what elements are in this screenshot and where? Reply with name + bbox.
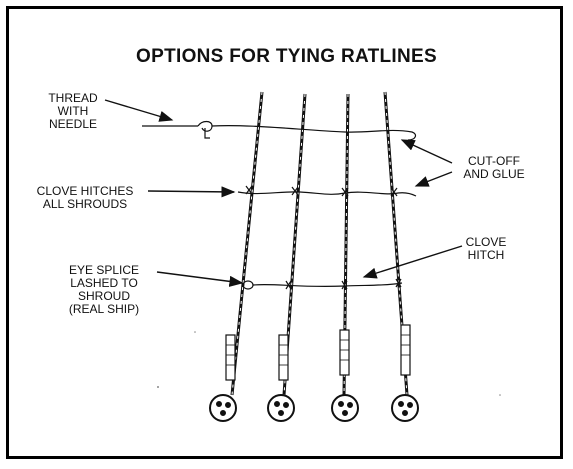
label-line: (REAL SHIP) [68,302,140,316]
label-line: ALL SHROUDS [42,197,128,211]
label-clove-hitch: CLOVE HITCH [456,236,516,262]
label-line: NEEDLE [48,117,98,131]
deadeye-3 [331,394,359,422]
lanyard-1 [225,334,236,381]
arrow-eye-splice [156,271,244,287]
deadeye-1 [209,394,237,422]
needle [204,128,210,139]
deadeye-4 [391,394,419,422]
hitch-mark [285,280,292,290]
label-eye-splice: EYE SPLICE LASHED TO SHROUD (REAL SHIP) [52,264,156,316]
label-clove-hitches-all-shrouds: CLOVE HITCHES ALL SHROUDS [26,185,144,211]
label-line: AND GLUE [463,167,525,181]
thread-line [211,125,417,141]
label-line: THREAD [48,91,98,105]
hitch-mark [395,278,402,288]
label-cut-off-and-glue: CUT-OFF AND GLUE [452,155,536,181]
label-line: SHROUD [77,289,130,303]
deadeye-2 [267,394,295,422]
clove-hitches-ratline [237,185,417,197]
label-line: CUT-OFF [468,154,520,168]
thread-ratline [142,120,417,141]
shrouds [230,91,409,396]
label-line: CLOVE [465,235,507,249]
label-line: EYE SPLICE [68,263,140,277]
eye-splice-loop [242,280,254,290]
hitch-mark [341,187,349,197]
hitch-mark [390,187,398,197]
label-line: HITCH [467,248,505,262]
label-line: CLOVE HITCHES [36,184,134,198]
arrow-clove-hitch [362,245,463,279]
label-line: LASHED TO [70,276,138,290]
lanyard-4 [400,324,411,376]
label-thread-with-needle: THREAD WITH NEEDLE [28,92,118,131]
hitch-mark [245,185,253,195]
hitch-mark [341,280,348,290]
specks [157,331,501,396]
label-line: WITH [57,104,89,118]
hitch-mark [291,186,299,196]
shroud-1 [230,91,264,396]
arrow-clove-hitches [147,186,236,198]
arrow-cutoff-1 [400,139,453,164]
lanyard-2 [278,334,289,381]
leader-arrows [104,99,463,287]
lanyards [225,324,411,381]
deadeyes [209,394,419,422]
arrow-cutoff-2 [414,171,453,187]
eye-splice-ratline [242,278,403,290]
lanyard-3 [339,329,350,376]
arrow-thread [104,99,174,122]
diagram-title: OPTIONS FOR TYING RATLINES [136,46,437,67]
